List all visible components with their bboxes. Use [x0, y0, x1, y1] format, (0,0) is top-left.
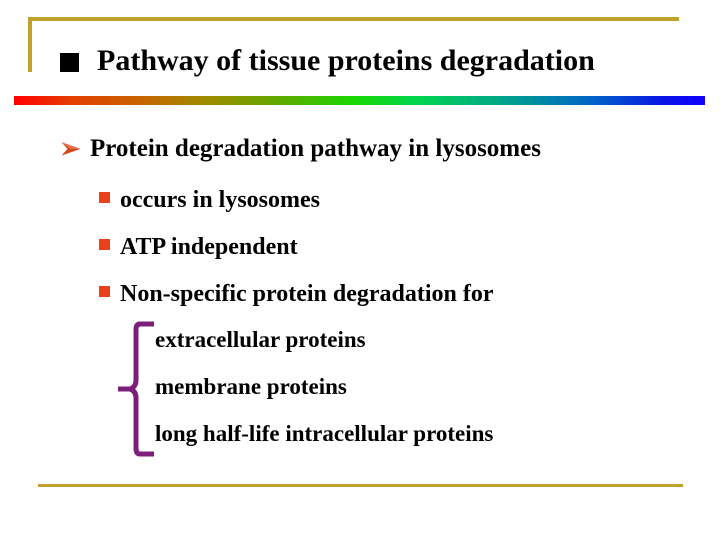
- arrow-bullet-icon: [60, 139, 82, 159]
- rainbow-gradient-divider: [14, 96, 705, 105]
- top-gold-horizontal-rule: [28, 17, 679, 21]
- black-square-bullet-icon: [60, 52, 79, 72]
- orange-square-bullet-icon: [99, 192, 110, 203]
- bullet-level2-row-1: occurs in lysosomes: [99, 188, 320, 212]
- bullet-level1-row: Protein degradation pathway in lysosomes: [60, 136, 541, 161]
- bullet-level2-text-3: Non-specific protein degradation for: [120, 281, 494, 307]
- bullet-level2-row-3: Non-specific protein degradation for: [99, 282, 494, 306]
- sub-item-text-1: extracellular proteins: [155, 327, 366, 352]
- bullet-level2-row-2: ATP independent: [99, 235, 298, 259]
- orange-square-bullet-icon: [99, 286, 110, 297]
- purple-brace-icon: [115, 320, 155, 458]
- bullet-level2-text-1: occurs in lysosomes: [120, 187, 320, 213]
- bullet-level2-text-2: ATP independent: [120, 234, 298, 260]
- slide-title-text: Pathway of tissue proteins degradation: [97, 44, 595, 77]
- top-gold-vertical-rule: [28, 17, 32, 72]
- sub-item-text-3: long half-life intracellular proteins: [155, 421, 494, 446]
- bottom-gold-rule: [38, 484, 683, 487]
- sub-item-text-2: membrane proteins: [155, 374, 347, 399]
- orange-square-bullet-icon: [99, 239, 110, 250]
- bullet-level1-text: Protein degradation pathway in lysosomes: [90, 135, 541, 162]
- slide-title: Pathway of tissue proteins degradation: [60, 46, 595, 76]
